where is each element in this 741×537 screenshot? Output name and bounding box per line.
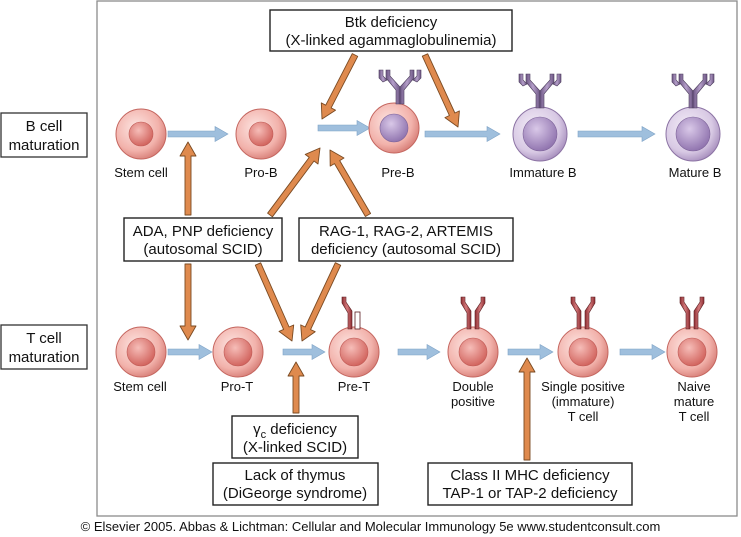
t-cell-label-5-line3: T cell xyxy=(568,409,599,424)
deficiency-block-arrows xyxy=(179,53,536,461)
b-cell-row-label: B cell maturation xyxy=(0,112,88,158)
btk-deficiency-box: Btk deficiency (X-linked agammaglobuline… xyxy=(269,9,513,52)
flow-arrow-t-3 xyxy=(397,343,441,361)
flow-arrow-t-2 xyxy=(282,343,326,361)
rag-box-line2: deficiency (autosomal SCID) xyxy=(311,241,501,258)
ada-arrow-up-b xyxy=(179,141,197,216)
t-cell-label-6-line3: T cell xyxy=(679,409,710,424)
btk-arrow-to-pre-b xyxy=(421,53,460,128)
ada-box-line2: (autosomal SCID) xyxy=(143,241,262,258)
thymus-deficiency-box: Lack of thymus (DiGeorge syndrome) xyxy=(212,462,379,506)
t-cell-row-label: T cell maturation xyxy=(0,324,88,370)
gamma-c-arrow-up xyxy=(287,361,305,414)
ada-arrow-down-t xyxy=(179,263,197,341)
mhc-box-line2: TAP-1 or TAP-2 deficiency xyxy=(442,485,618,502)
b-cell-label-2: Pro-B xyxy=(244,165,277,180)
flow-arrow-t-1 xyxy=(167,343,213,361)
stem-cell-b xyxy=(115,108,167,160)
ada-box-line1: ADA, PNP deficiency xyxy=(133,223,274,240)
rag-arrow-down-t xyxy=(300,262,342,342)
t-cell-label-2-line1: Pro-T xyxy=(221,379,254,394)
t-cell-label-1-line1: Stem cell xyxy=(113,379,167,394)
b-cell-label-3: Pre-B xyxy=(381,165,414,180)
mature-b-cell xyxy=(665,73,721,162)
rag-artemis-deficiency-box: RAG-1, RAG-2, ARTEMIS deficiency (autoso… xyxy=(298,217,514,262)
b-cell-label-4: Immature B xyxy=(509,165,576,180)
cells-layer: Stem cell Pro-B Pre-B Immature B Mature B Ste… xyxy=(113,69,722,424)
gamma-c-deficiency-box: γc deficiency (X-linked SCID) xyxy=(231,415,359,459)
rag-box-line1: RAG-1, RAG-2, ARTEMIS xyxy=(319,223,493,240)
t-cell-label-5-line1: Single positive xyxy=(541,379,625,394)
mature-b-receptor xyxy=(671,73,715,109)
pre-b-cell xyxy=(368,69,422,154)
naive-t-cell xyxy=(666,296,718,378)
flow-arrow-b-2 xyxy=(317,119,371,137)
flow-arrow-t-4 xyxy=(507,343,554,361)
t-cell-label-6-line1: Naive xyxy=(677,379,710,394)
gamma-c-box-line2: (X-linked SCID) xyxy=(243,439,347,456)
thymus-box-line2: (DiGeorge syndrome) xyxy=(223,485,367,502)
b-cell-label-5: Mature B xyxy=(669,165,722,180)
immature-b-cell xyxy=(512,73,568,162)
single-positive-cell xyxy=(557,296,609,378)
rag-arrow-up-b xyxy=(329,149,372,217)
btk-box-line2: (X-linked agammaglobulinemia) xyxy=(286,32,497,49)
stem-cell-t xyxy=(115,326,167,378)
pro-t-cell xyxy=(212,326,264,378)
t-cell-label-6-line2: mature xyxy=(674,394,714,409)
naive-t-receptor xyxy=(679,296,705,330)
t-row-label-line2: maturation xyxy=(9,349,80,366)
b-row-label-line2: maturation xyxy=(9,137,80,154)
ada-pnp-deficiency-box: ADA, PNP deficiency (autosomal SCID) xyxy=(123,217,283,262)
flow-arrow-t-5 xyxy=(619,343,666,361)
btk-arrow-to-flow xyxy=(320,53,359,120)
double-positive-receptor xyxy=(460,296,486,330)
mhc-box-line1: Class II MHC deficiency xyxy=(450,467,610,484)
flow-arrow-b-3 xyxy=(424,125,501,143)
gamma-symbol: γ xyxy=(253,421,261,438)
mhc-tap-deficiency-box: Class II MHC deficiency TAP-1 or TAP-2 d… xyxy=(427,462,633,506)
t-row-label-line1: T cell xyxy=(26,330,62,347)
immature-b-receptor xyxy=(518,73,562,109)
single-positive-receptor xyxy=(570,296,596,330)
t-cell-label-5-line2: (immature) xyxy=(552,394,615,409)
flow-arrow-b-4 xyxy=(577,125,656,143)
flow-arrow-b-1 xyxy=(167,125,229,143)
double-positive-cell xyxy=(447,296,499,378)
btk-box-line1: Btk deficiency xyxy=(345,14,438,31)
t-cell-label-4-line2: positive xyxy=(451,394,495,409)
thymus-box-line1: Lack of thymus xyxy=(245,467,346,484)
maturation-flow-arrows xyxy=(167,119,666,361)
t-cell-label-4-line1: Double xyxy=(452,379,493,394)
b-row-label-line1: B cell xyxy=(26,118,63,135)
gamma-text: deficiency xyxy=(266,421,337,438)
mhc-arrow-up xyxy=(518,357,536,461)
gamma-subscript: c xyxy=(261,429,267,441)
copyright-footer: © Elsevier 2005. Abbas & Lichtman: Cellu… xyxy=(80,519,661,534)
ada-arrow-diag-b xyxy=(267,147,321,218)
pre-t-cell xyxy=(328,296,380,378)
pre-b-receptor xyxy=(378,69,422,105)
t-cell-label-3-line1: Pre-T xyxy=(338,379,371,394)
b-cell-label-1: Stem cell xyxy=(114,165,168,180)
pre-t-receptor xyxy=(341,296,361,330)
ada-arrow-diag-t xyxy=(254,262,295,342)
gamma-c-box-line1: γc deficiency xyxy=(253,421,337,441)
pro-b-cell xyxy=(235,108,287,160)
